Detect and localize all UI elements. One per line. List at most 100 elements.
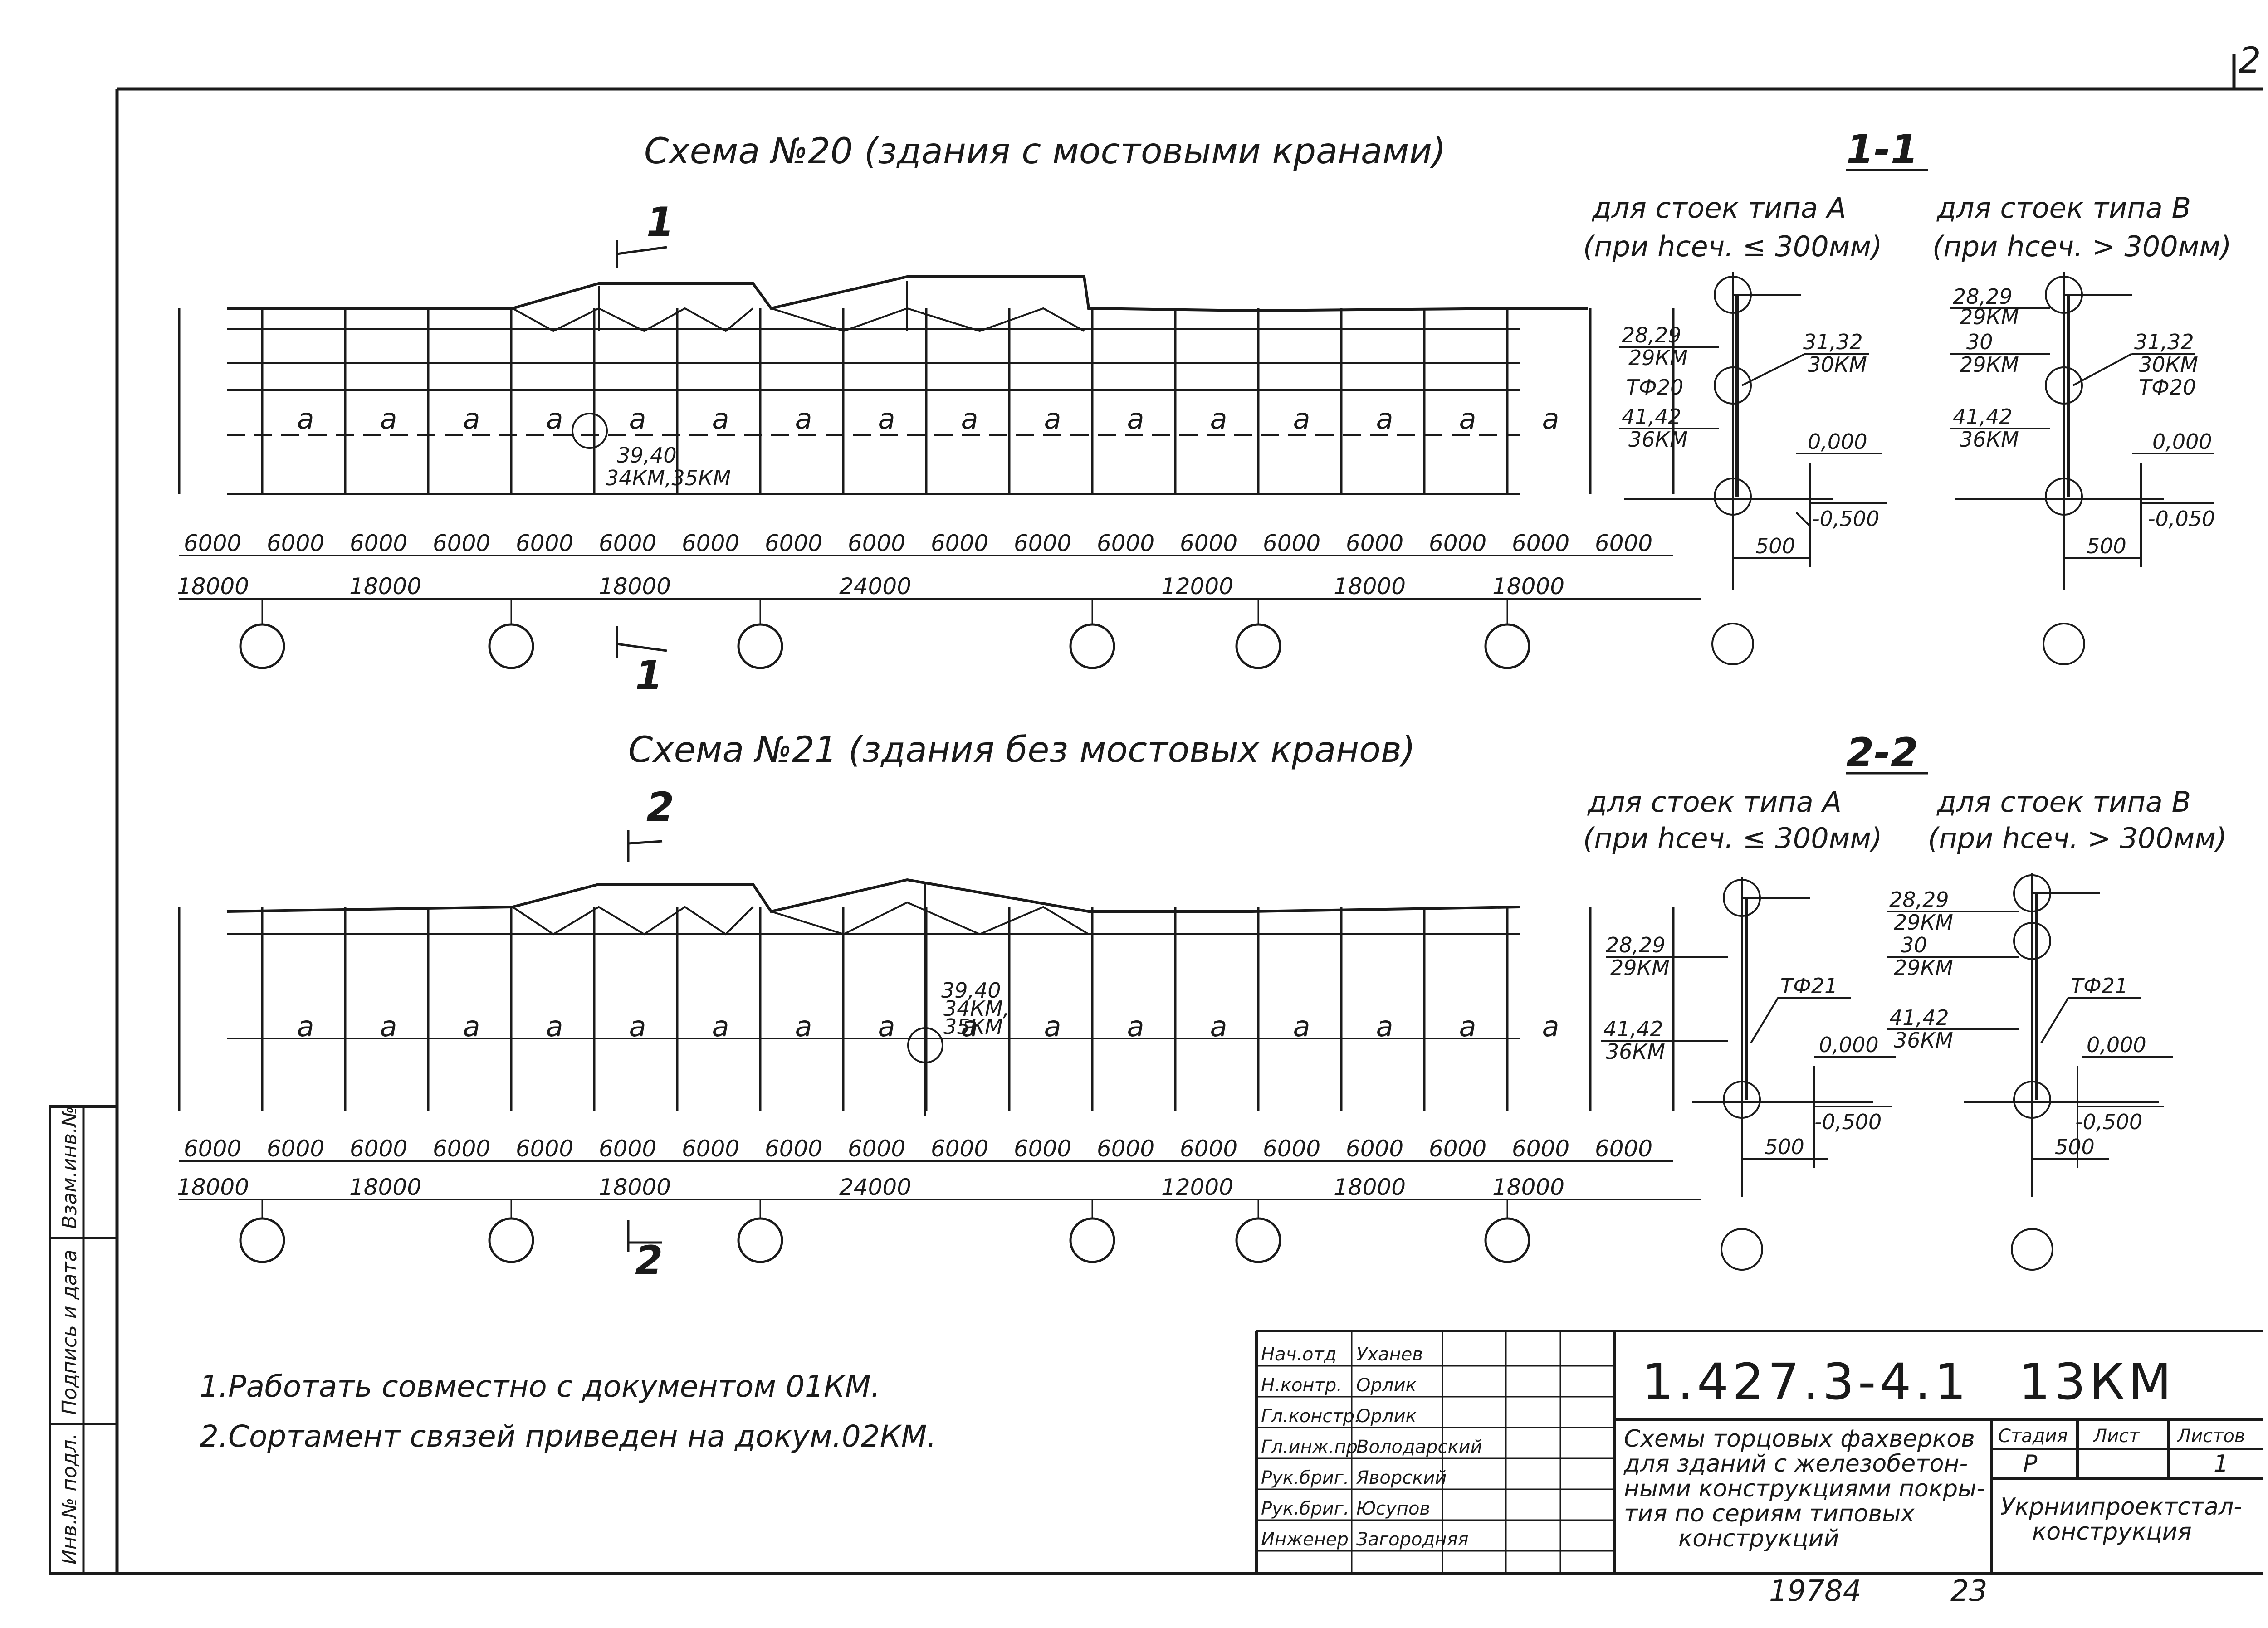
bay-dimension: 6000 [267, 530, 324, 556]
signature-name: Орлик [1356, 1375, 1417, 1396]
section11-a-l4-bottom: 36КМ [1628, 427, 1688, 452]
signature-name: Яворский [1356, 1467, 1447, 1488]
scheme20-axis-bubbles [239, 599, 1530, 669]
section11-a-width: 500 [1755, 534, 1795, 558]
section22-type-a: для стоек типа А (при hсеч. ≤ 300мм) 28,… [1583, 785, 1896, 1271]
scheme20-title: Схема №20 (здания с мостовыми кранами) [644, 131, 1446, 172]
section11-b-l2-bottom: 30КМ [2139, 352, 2198, 377]
bay-dimension: 6000 [599, 1136, 656, 1162]
scheme21-callout-top: 39,40 [941, 978, 1001, 1003]
section11-a-l1-bottom: 29КМ [1628, 346, 1688, 370]
title-block-header-stage: Стадия [1998, 1426, 2068, 1447]
panel-mark: а [961, 1010, 978, 1043]
panel-mark: а [380, 402, 397, 435]
bay-dimension: 6000 [516, 530, 573, 556]
panel-mark: а [1293, 1010, 1310, 1043]
span-dimension: 18000 [599, 1174, 671, 1200]
scheme20-callout-bottom: 34КМ,35КМ [606, 466, 731, 490]
panel-mark: а [546, 402, 563, 435]
panel-mark: а [795, 1010, 812, 1043]
section22-b-l5-bottom: 29КМ [1894, 955, 1953, 980]
scheme20-callout-top: 39,40 [617, 443, 677, 468]
bay-dimension: 6000 [433, 530, 490, 556]
panel-mark: а [795, 402, 812, 435]
panel-mark: а [546, 1010, 563, 1043]
bay-dimension: 6000 [350, 1136, 407, 1162]
bay-dimension: 6000 [1263, 1136, 1320, 1162]
sheet-number: 2 [2239, 40, 2261, 81]
panel-mark: а [712, 402, 729, 435]
section22-b-condition: (при hсеч. > 300мм) [1928, 822, 2227, 855]
bay-dimension: 6000 [1595, 1136, 1652, 1162]
bay-dimension: 6000 [267, 1136, 324, 1162]
section22-b-lev2: -0,500 [2075, 1110, 2142, 1134]
panel-mark: а [961, 402, 978, 435]
panel-mark: а [629, 402, 646, 435]
archive-stamp: 19784 [1769, 1574, 1862, 1608]
scheme21-columns [178, 907, 1675, 1111]
scheme20-section-label-bottom: 1 [635, 652, 663, 699]
title-block-header-sheet: Лист [2092, 1426, 2140, 1447]
axis-bubble [1069, 623, 1115, 669]
bay-dimension: 6000 [1097, 1136, 1154, 1162]
section11-a-condition: (при hсеч. ≤ 300мм) [1583, 230, 1882, 263]
span-dimension: 24000 [839, 1174, 911, 1200]
title-block-desc-3: ными конструкциями покры- [1624, 1475, 1985, 1502]
title-block-doc: 13КМ [2019, 1353, 2175, 1411]
section11-a-l2-top: 31,32 [1803, 330, 1863, 354]
panel-mark: а [1542, 1010, 1559, 1043]
panel-mark: а [463, 1010, 480, 1043]
axis-bubble [239, 623, 285, 669]
scheme21-callout-bottom: 35КМ [943, 1014, 1003, 1039]
scheme20-callout: 39,40 34КМ,35КМ [572, 413, 731, 490]
side-stamp: Инв.№ подл. Подпись и дата Взам.инв.№ [49, 1105, 118, 1575]
section22-a-l4-top: 41,42 [1603, 1017, 1663, 1041]
bay-dimension: 6000 [1014, 530, 1071, 556]
section22-b-heading: для стоек типа В [1936, 785, 2191, 819]
bay-dimension: 6000 [184, 530, 241, 556]
bay-dimension: 6000 [931, 530, 988, 556]
span-dimension: 18000 [177, 1174, 249, 1200]
signature-role: Нач.отд [1261, 1344, 1336, 1365]
section11-b-l1-top: 28,29 [1953, 284, 2013, 309]
bay-dimension: 6000 [1180, 1136, 1237, 1162]
bay-dimension: 6000 [848, 1136, 905, 1162]
title-block-desc-5: конструкций [1678, 1525, 1839, 1552]
page-number: 23 [1950, 1574, 1987, 1608]
section11-b-l3: ТФ20 [2139, 375, 2196, 400]
signature-role: Гл.констр. [1261, 1406, 1360, 1427]
span-dimension: 18000 [349, 1174, 421, 1200]
span-dimension: 18000 [599, 573, 671, 600]
scheme20-section-label-top: 1 [646, 199, 674, 245]
section11-a-lev2: -0,500 [1812, 507, 1879, 531]
panel-mark: а [878, 402, 895, 435]
signature-role: Н.контр. [1261, 1375, 1342, 1396]
section11-b-l4-top: 41,42 [1953, 405, 2013, 429]
signature-role: Рук.бриг. [1261, 1498, 1349, 1519]
scheme21-callout: 39,40 34КМ, 35КМ [907, 978, 1010, 1063]
scheme20-columns [178, 308, 1675, 494]
section22-a-l4-bottom: 36КМ [1606, 1039, 1665, 1064]
section11-b-l2-top: 31,32 [2134, 330, 2194, 354]
section22-b-l5-top: 30 [1901, 933, 1927, 957]
title-block-org-2: конструкция [2032, 1518, 2192, 1545]
section11-a-l1-top: 28,29 [1622, 323, 1681, 347]
bay-dimension: 6000 [1263, 530, 1320, 556]
panel-mark: а [712, 1010, 729, 1043]
bay-dimension: 6000 [1595, 530, 1652, 556]
section22-b-l4-bottom: 36КМ [1894, 1028, 1953, 1053]
panel-mark: а [1127, 402, 1144, 435]
scheme21-section-label-bottom: 2 [635, 1237, 663, 1284]
panel-mark: а [1127, 1010, 1144, 1043]
signature-name: Уханев [1356, 1344, 1423, 1365]
section22-a-lev2: -0,500 [1814, 1110, 1882, 1134]
title-block-desc-2: для зданий с железобетон- [1623, 1450, 1968, 1477]
panel-mark: а [1542, 402, 1559, 435]
title-block-stage: Р [2023, 1450, 2038, 1477]
